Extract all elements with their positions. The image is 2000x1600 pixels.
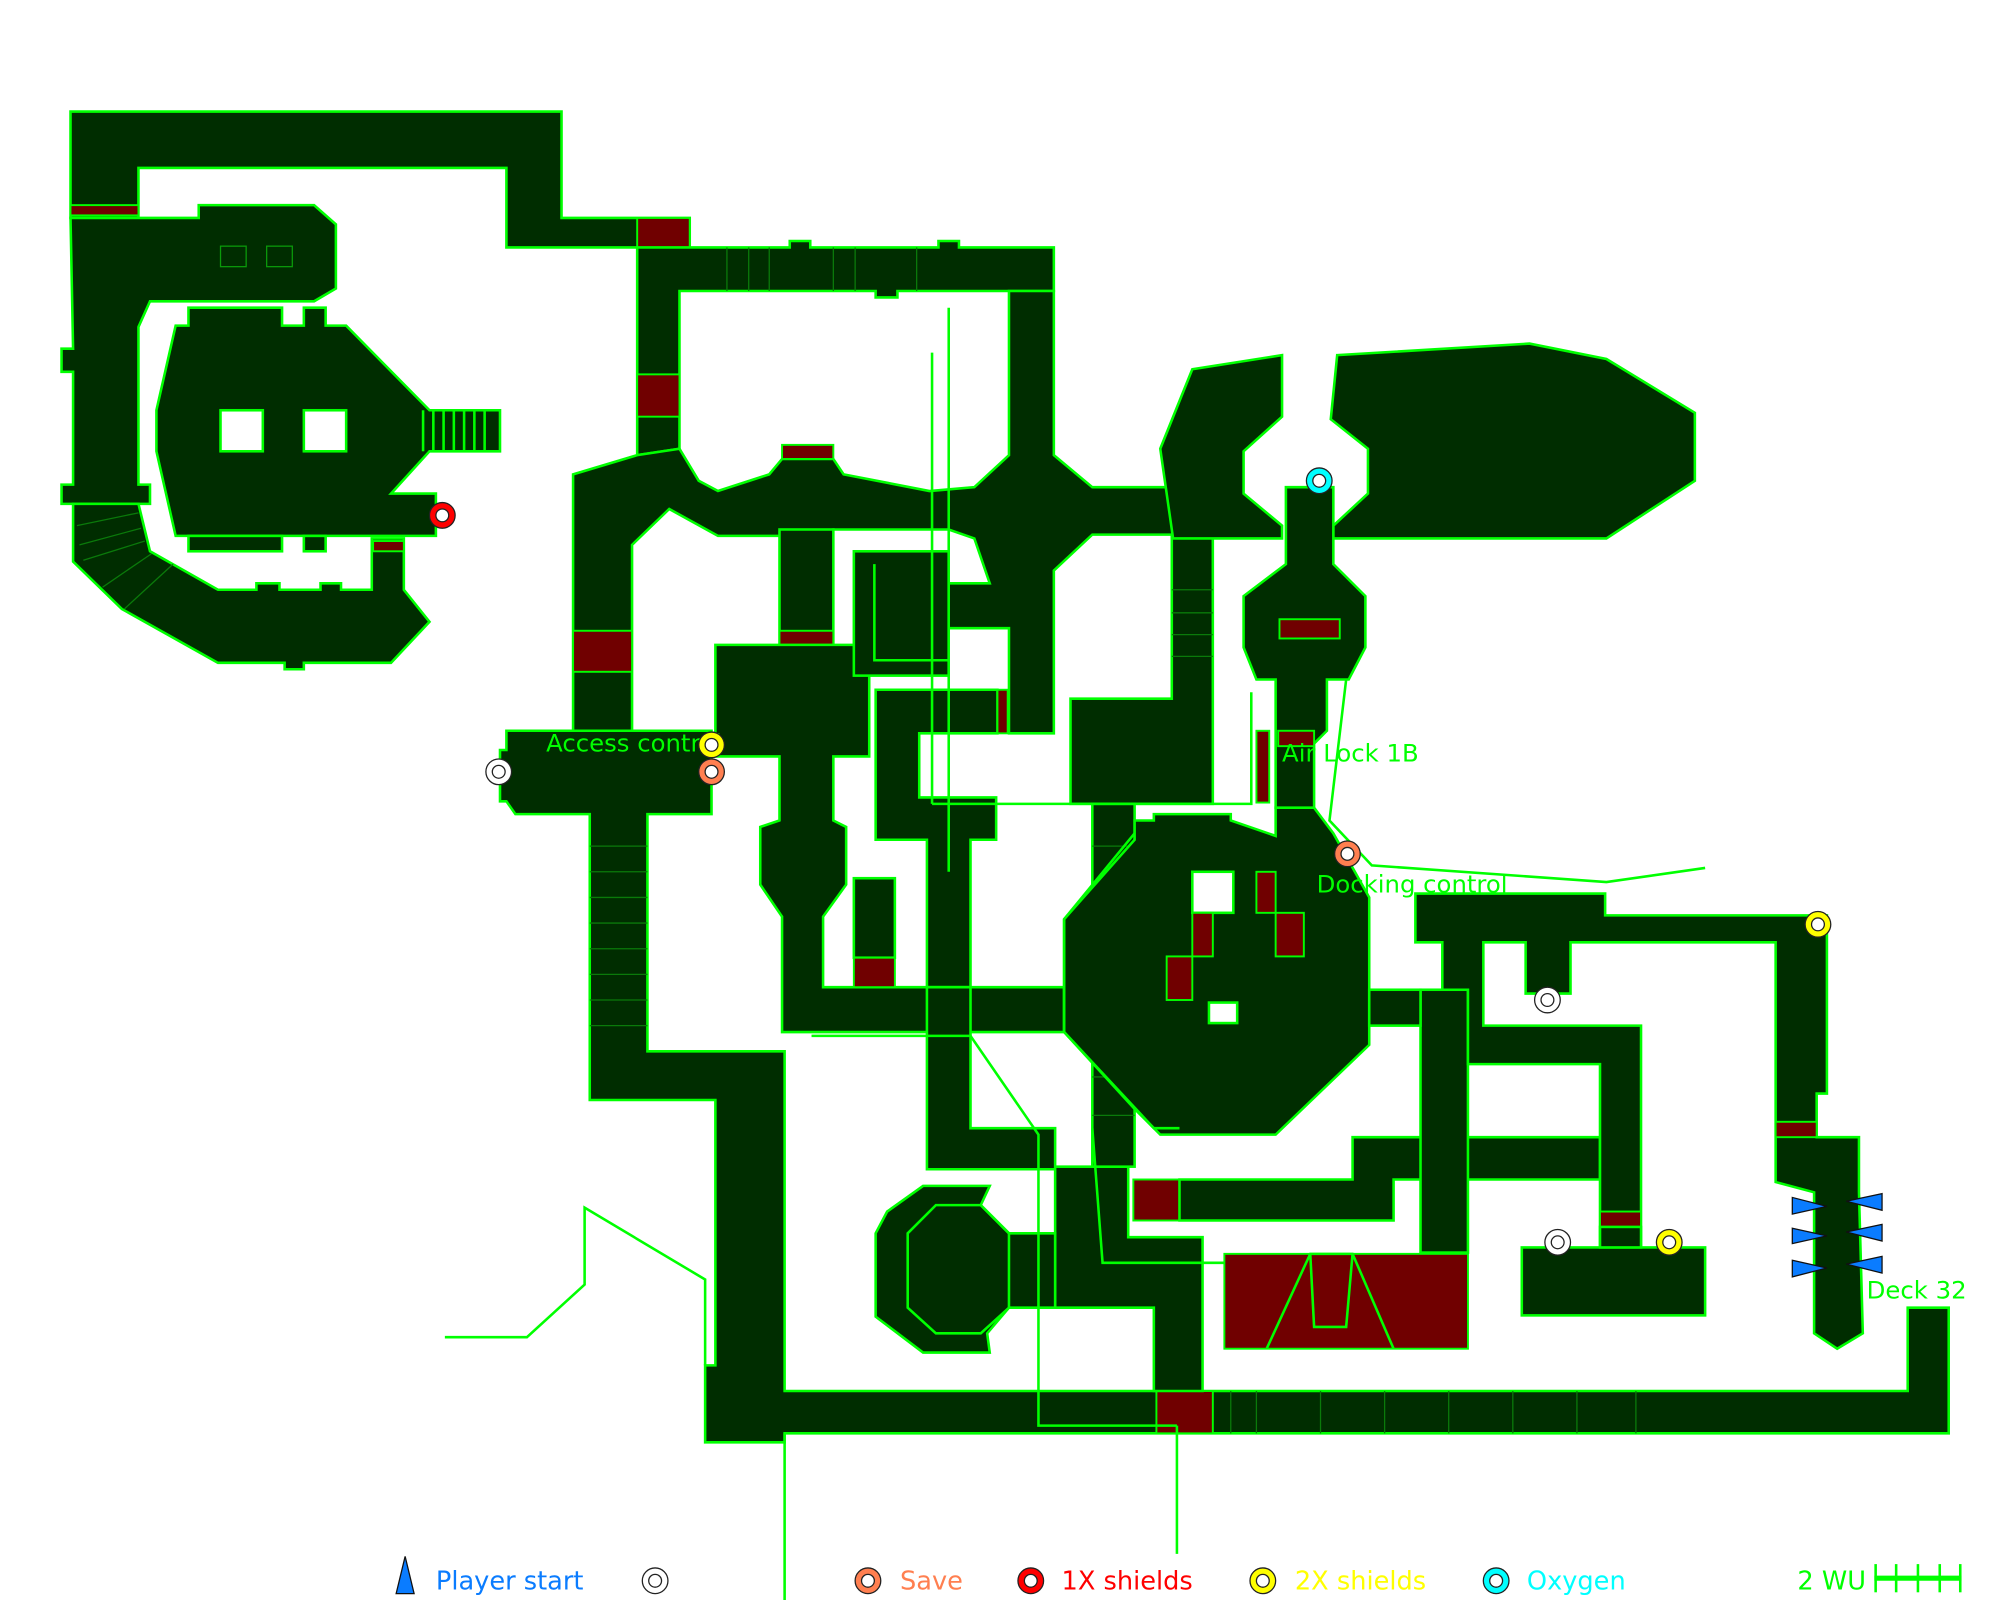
stairs bbox=[589, 845, 1637, 1434]
south-east-room bbox=[1520, 1246, 1707, 1317]
hazard-floor bbox=[1191, 911, 1214, 958]
shields-2x-marker[interactable] bbox=[1804, 910, 1832, 938]
central-top-corridor bbox=[635, 239, 1056, 457]
stairs bbox=[421, 410, 486, 452]
hazard-floor bbox=[778, 629, 835, 646]
save-legend-icon bbox=[854, 1567, 882, 1595]
hazard-floor bbox=[636, 373, 681, 418]
cutout bbox=[1207, 1001, 1239, 1025]
octagon-inner-wall bbox=[906, 1203, 1011, 1335]
hazard-floor bbox=[572, 629, 634, 673]
small-room bbox=[852, 876, 897, 959]
wall-line bbox=[932, 692, 1253, 806]
hazard-floor bbox=[1132, 1178, 1181, 1222]
white-marker-legend-icon bbox=[641, 1567, 669, 1595]
corridor-stub bbox=[302, 534, 327, 553]
hazard-floor bbox=[1155, 1390, 1214, 1435]
wall-line bbox=[1062, 832, 1180, 1130]
save-marker[interactable] bbox=[1333, 840, 1361, 868]
hazard-floor bbox=[1278, 618, 1341, 640]
pillar-cutout bbox=[219, 408, 265, 453]
player-start-icon[interactable] bbox=[1845, 1192, 1883, 1212]
legend-shields-2x: 2X shields bbox=[1295, 1567, 1426, 1597]
shields-2x-marker[interactable] bbox=[1655, 1228, 1683, 1256]
corridor-stub bbox=[187, 534, 284, 553]
scale-bar bbox=[1874, 1564, 1962, 1593]
shields-2x-legend-icon bbox=[1249, 1567, 1277, 1595]
pillar-cutout bbox=[302, 408, 348, 453]
wall-line bbox=[1328, 679, 1706, 884]
hazard-floor bbox=[1774, 1120, 1818, 1139]
shields-1x-legend-icon bbox=[1017, 1567, 1045, 1595]
hazard-floor bbox=[1165, 955, 1194, 1001]
oxygen-marker[interactable] bbox=[1305, 467, 1333, 495]
white-marker[interactable] bbox=[1533, 986, 1561, 1014]
label-deck: Deck 32 bbox=[1867, 1276, 1967, 1305]
hazard-floor bbox=[996, 688, 1009, 735]
curve-steps bbox=[76, 512, 174, 610]
lower-connector bbox=[925, 985, 1204, 1393]
white-marker[interactable] bbox=[1544, 1228, 1572, 1256]
hazard-floor bbox=[1274, 911, 1305, 958]
bridge-lines bbox=[1265, 1252, 1395, 1350]
map-geometry bbox=[60, 110, 1951, 1600]
legend: Player start Save 1X shields 2X shields … bbox=[395, 1556, 1962, 1597]
wall-line bbox=[811, 1034, 1177, 1427]
player-start-icon[interactable] bbox=[1791, 1196, 1828, 1215]
hazard-floor-large bbox=[1223, 1252, 1469, 1350]
hazard-floor bbox=[69, 204, 140, 217]
deck-passage bbox=[1598, 1225, 1643, 1249]
player-start-icon[interactable] bbox=[1845, 1223, 1883, 1242]
legend-oxygen: Oxygen bbox=[1527, 1567, 1626, 1597]
bridge-lines bbox=[1308, 1253, 1354, 1329]
legend-scale: 2 WU bbox=[1797, 1567, 1866, 1597]
wall-line bbox=[444, 1205, 707, 1366]
label-air-lock: Air Lock 1B bbox=[1282, 739, 1419, 768]
connector-room bbox=[1178, 1135, 1602, 1222]
small-room bbox=[852, 550, 951, 677]
player-start-legend-icon bbox=[395, 1556, 415, 1595]
save-marker[interactable] bbox=[698, 758, 725, 786]
hazard-floor bbox=[372, 540, 405, 553]
shields-1x-marker[interactable] bbox=[428, 501, 456, 529]
cutout bbox=[1191, 870, 1235, 915]
legend-save: Save bbox=[900, 1567, 963, 1597]
left-column bbox=[60, 203, 338, 506]
hazard-floor bbox=[636, 216, 691, 249]
short-passage bbox=[1367, 988, 1422, 1027]
vent bbox=[266, 245, 293, 268]
white-marker[interactable] bbox=[485, 758, 513, 786]
vertical-corridor bbox=[1419, 988, 1470, 1254]
label-access-control: Access control bbox=[546, 728, 721, 757]
column-corridor bbox=[778, 528, 835, 647]
hazard-floor bbox=[781, 443, 835, 460]
curved-corridor bbox=[71, 502, 432, 671]
vent bbox=[219, 245, 247, 268]
shields-2x-marker[interactable] bbox=[698, 731, 725, 759]
wall-line bbox=[873, 564, 949, 662]
player-start-icon[interactable] bbox=[1845, 1255, 1883, 1274]
hazard-floor bbox=[1255, 729, 1271, 804]
bottom-octagon-room bbox=[874, 1184, 1057, 1354]
oxygen-legend-icon bbox=[1482, 1567, 1510, 1595]
player-start-icon[interactable] bbox=[1791, 1259, 1828, 1278]
map-markers bbox=[428, 467, 1883, 1278]
wall-line bbox=[1091, 1128, 1225, 1265]
hangar-left bbox=[1158, 353, 1284, 540]
legend-shields-1x: 1X shields bbox=[1062, 1567, 1193, 1597]
label-docking-control: Docking control bbox=[1317, 869, 1508, 898]
stairs bbox=[726, 247, 1213, 658]
hazard-floor bbox=[852, 956, 896, 989]
hazard-floor bbox=[1277, 729, 1316, 748]
east-corridor bbox=[1414, 892, 1865, 1351]
hangar-right bbox=[1329, 342, 1697, 540]
hazard-floor bbox=[1255, 870, 1277, 914]
player-start-icon[interactable] bbox=[1791, 1227, 1828, 1245]
hazard-floor bbox=[1599, 1210, 1642, 1228]
legend-player-start: Player start bbox=[436, 1567, 584, 1597]
